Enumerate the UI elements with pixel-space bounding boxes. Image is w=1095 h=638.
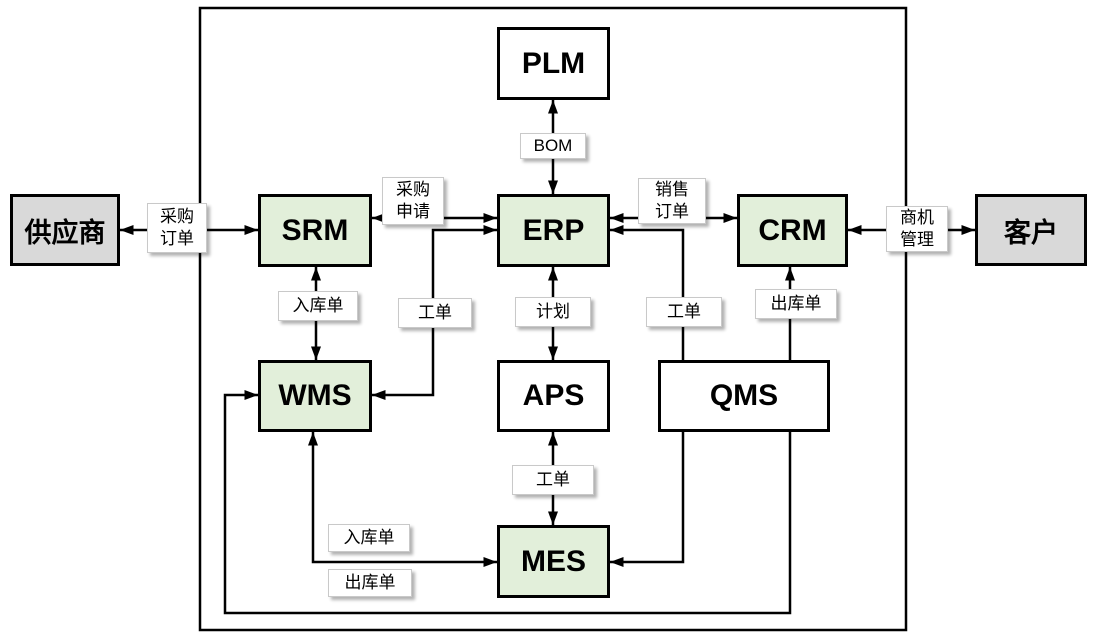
system-box-wms: WMS (258, 360, 372, 432)
system-label-mes: MES (520, 544, 586, 578)
edge-mes-wms (308, 432, 497, 567)
edge-label-text: 管理 (900, 230, 934, 249)
edge-label-workorder-left: 工单 (398, 298, 472, 328)
system-box-qms: QMS (658, 360, 830, 432)
entity-box-supplier: 供应商 (10, 194, 120, 266)
edge-label-text: 商机 (900, 208, 934, 228)
system-box-aps: APS (497, 360, 610, 432)
edge-label-text: 申请 (396, 202, 430, 221)
edge-label-text: 销售 (655, 180, 689, 200)
edge-label-text: 订单 (160, 229, 194, 248)
edge-label-outbound-top: 出库单 (755, 289, 837, 319)
system-box-crm: CRM (737, 194, 848, 267)
edge-label-text: 订单 (655, 202, 689, 221)
edge-label-plan: 计划 (515, 297, 591, 327)
entity-label-supplier: 供应商 (24, 217, 106, 248)
edge-label-sales-order: 销售 订单 (638, 178, 706, 224)
edge-label-outbound-bottom: 出库单 (328, 569, 412, 597)
edge-label-text: 采购 (160, 207, 194, 227)
system-label-qms: QMS (709, 379, 779, 412)
system-box-srm: SRM (258, 194, 372, 267)
edge-label-inbound-bottom: 入库单 (328, 524, 410, 552)
edge-label-opportunity-management: 商机 管理 (886, 206, 948, 252)
edge-label-workorder-bottom: 工单 (512, 465, 594, 495)
edge-label-text: 入库单 (292, 296, 344, 316)
edge-label-text: 采购 (396, 180, 430, 200)
system-label-aps: APS (522, 379, 585, 412)
system-label-plm: PLM (521, 46, 586, 80)
system-box-plm: PLM (497, 27, 610, 100)
edge-label-inbound-top: 入库单 (278, 291, 358, 321)
system-box-erp: ERP (497, 194, 610, 267)
system-label-crm: CRM (758, 213, 827, 247)
edge-label-text: 工单 (536, 470, 570, 490)
edge-label-purchase-order: 采购 订单 (147, 203, 207, 253)
enterprise-boundary-border (198, 6, 908, 632)
system-box-mes: MES (497, 525, 610, 598)
edge-label-text: 计划 (536, 302, 570, 322)
edge-crm-wms (223, 267, 795, 615)
edge-label-bom: BOM (520, 133, 586, 159)
system-label-srm: SRM (281, 213, 349, 247)
edge-label-text: 工单 (667, 302, 701, 322)
edge-label-text: 出库单 (344, 573, 396, 593)
edge-label-workorder-right: 工单 (646, 297, 722, 327)
entity-box-customer: 客户 (975, 194, 1087, 266)
system-label-erp: ERP (522, 213, 585, 247)
entity-label-customer: 客户 (1004, 217, 1058, 248)
edge-label-purchase-request: 采购 申请 (382, 177, 444, 225)
edge-label-text: 工单 (418, 303, 452, 323)
edge-label-text: BOM (533, 136, 573, 156)
edge-label-text: 入库单 (343, 528, 395, 548)
edge-label-text: 出库单 (770, 294, 822, 314)
system-label-wms: WMS (278, 379, 352, 412)
